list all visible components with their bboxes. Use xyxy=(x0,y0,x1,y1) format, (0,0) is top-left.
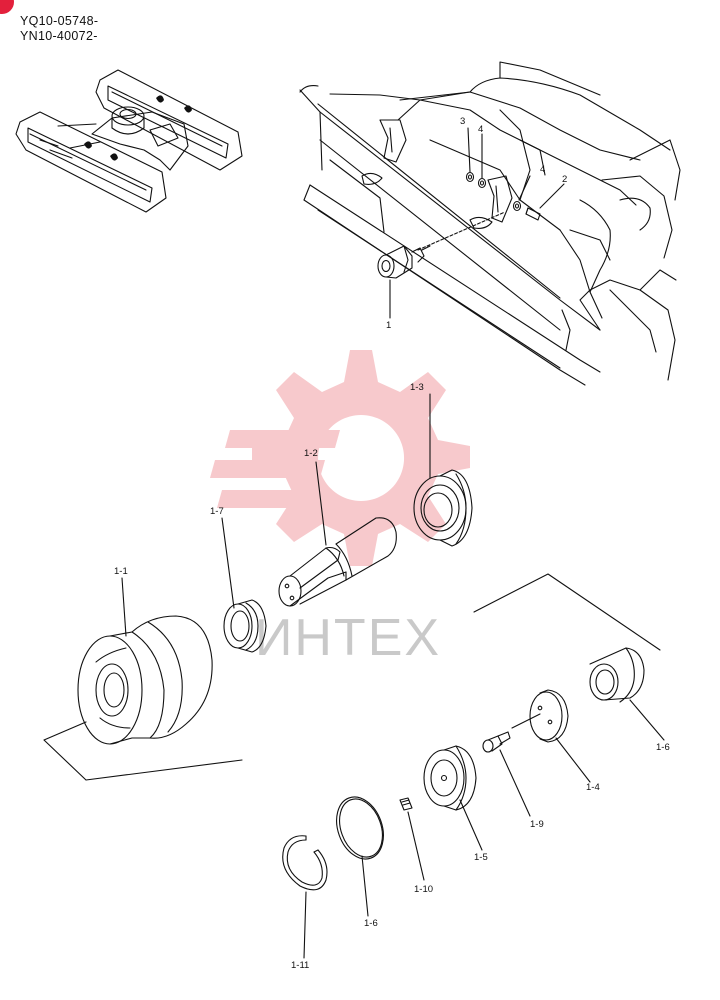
part-1-5-hub xyxy=(423,745,477,811)
part-1-6-bushing xyxy=(589,647,645,703)
part-1-4-plate xyxy=(529,689,569,743)
callout-1-6a: 1-6 xyxy=(656,742,670,753)
lubrication-point-icon xyxy=(84,95,192,161)
callout-1-1: 1-1 xyxy=(114,566,128,577)
callout-1-3: 1-3 xyxy=(410,382,424,393)
callout-4a: 4 xyxy=(478,124,483,135)
part-1-8-oring xyxy=(336,796,384,860)
serial-number-2: YN10-40072- xyxy=(20,29,98,43)
callout-3: 3 xyxy=(460,116,465,127)
part-1-1-roller xyxy=(77,615,213,745)
part-1-3-seal xyxy=(413,469,473,547)
undercarriage-overview xyxy=(15,69,243,213)
callout-2: 2 xyxy=(562,174,567,185)
callout-1-9: 1-9 xyxy=(530,819,544,830)
callout-1: 1 xyxy=(386,320,391,331)
part-3-washer xyxy=(465,171,475,183)
bottom-leader-lines xyxy=(43,393,665,959)
callout-1-4: 1-4 xyxy=(586,782,600,793)
part-2-bolt xyxy=(525,207,541,221)
callout-labels: 1 2 3 4 4 1-3 1-2 1-7 1-1 1-6 1-4 1-9 1-… xyxy=(114,116,670,971)
part-1-11-snap-ring xyxy=(282,835,328,891)
top-leader-lines xyxy=(389,127,565,319)
frame-assembly xyxy=(299,61,681,386)
callout-1-7: 1-7 xyxy=(210,506,224,517)
callout-1-10: 1-10 xyxy=(414,884,433,895)
callout-1-5: 1-5 xyxy=(474,852,488,863)
watermark-gear-icon xyxy=(210,350,470,566)
part-1-pin-assembly xyxy=(377,245,431,279)
watermark-text: ИНТЕХ xyxy=(255,609,441,667)
part-4-washer xyxy=(477,177,487,189)
serial-number-1: YQ10-05748- xyxy=(20,14,99,28)
part-1-7-seal xyxy=(223,599,267,653)
callout-1-2: 1-2 xyxy=(304,448,318,459)
part-1-9-bolt xyxy=(482,731,511,753)
part-4-washer-secondary xyxy=(512,200,522,212)
callout-1-11: 1-11 xyxy=(291,960,309,971)
part-1-10-screw xyxy=(399,797,413,811)
callout-4b: 4 xyxy=(540,164,545,175)
part-1-2-shaft xyxy=(278,517,397,607)
callout-1-6b: 1-6 xyxy=(364,918,378,929)
